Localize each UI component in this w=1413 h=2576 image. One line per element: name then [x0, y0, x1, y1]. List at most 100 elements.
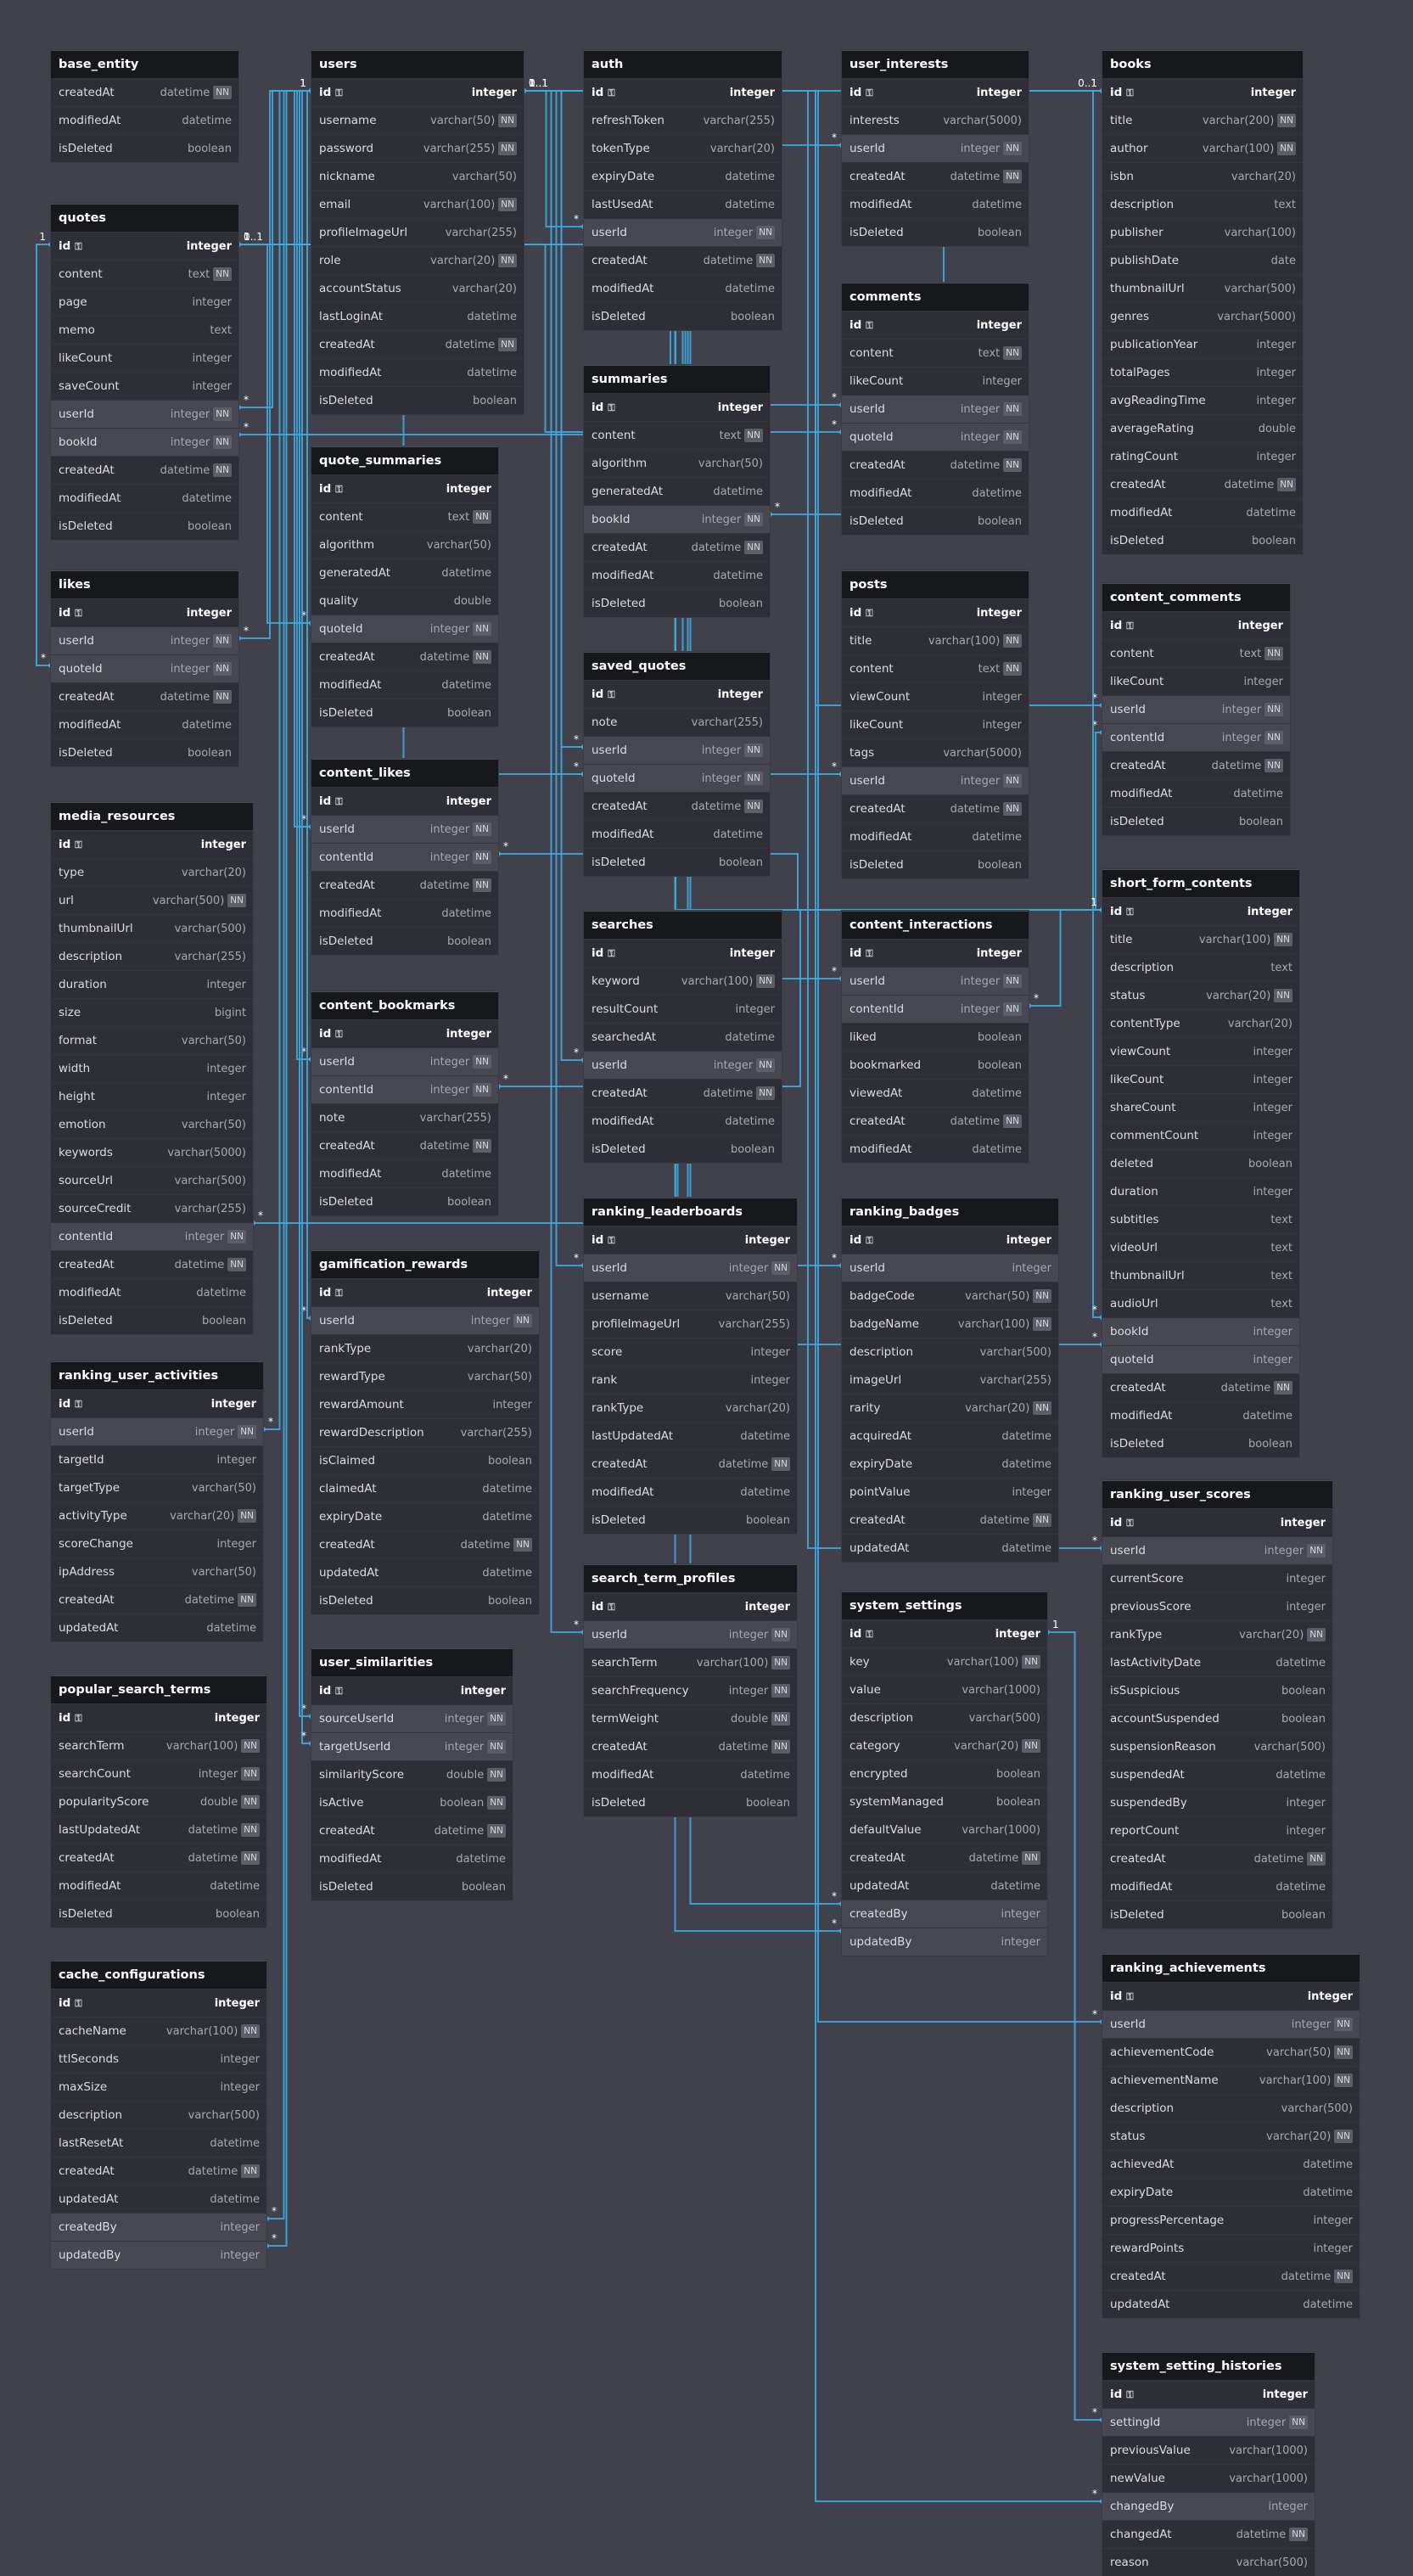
- field-row[interactable]: id⚿integer: [311, 787, 498, 815]
- relationship-line[interactable]: [1095, 732, 1102, 911]
- table-title[interactable]: content_comments: [1102, 583, 1290, 611]
- relationship-line[interactable]: [266, 90, 311, 2220]
- field-row[interactable]: id⚿integer: [584, 939, 782, 967]
- field-row[interactable]: id⚿integer: [1102, 78, 1303, 106]
- field-row[interactable]: id⚿integer: [311, 78, 524, 106]
- field-row[interactable]: id⚿integer: [51, 1389, 263, 1417]
- relationship-line[interactable]: [263, 90, 311, 1430]
- field-row[interactable]: id⚿integer: [51, 232, 238, 260]
- relationship-line[interactable]: [524, 90, 584, 227]
- relationship-line[interactable]: [238, 90, 311, 408]
- relationship-line[interactable]: [266, 90, 311, 2247]
- field-row[interactable]: id⚿integer: [51, 1703, 266, 1731]
- relationship-line[interactable]: [296, 90, 311, 1060]
- table-title[interactable]: summaries: [584, 365, 770, 393]
